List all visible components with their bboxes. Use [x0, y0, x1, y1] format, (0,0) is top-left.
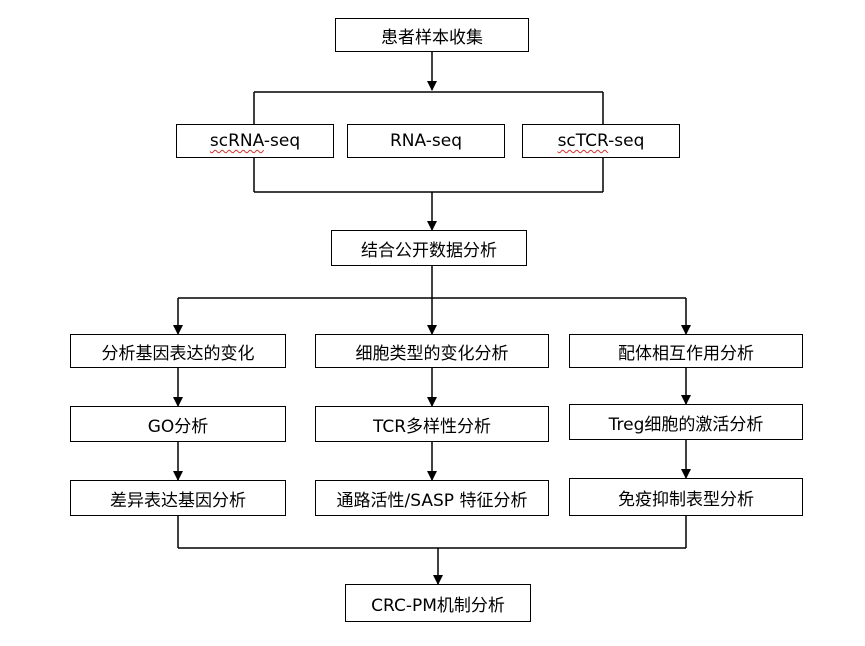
- patient-sample-collection-label: 患者样本收集: [381, 27, 483, 48]
- cell-type-change-label: 细胞类型的变化分析: [355, 343, 509, 364]
- treg-activation-box: Treg细胞的激活分析: [569, 404, 803, 440]
- patient-sample-collection-box: 患者样本收集: [335, 18, 529, 52]
- public-data-analysis-label: 结合公开数据分析: [361, 240, 497, 261]
- sctcr-seq-label-prefix: scTCR: [557, 131, 609, 151]
- ligand-interaction-box: 配体相互作用分析: [569, 334, 803, 368]
- tcr-diversity-label: TCR多样性分析: [372, 416, 492, 437]
- pathway-sasp-box: 通路活性/SASP 特征分析: [315, 480, 549, 516]
- go-analysis-label: GO分析: [147, 416, 209, 437]
- go-analysis-box: GO分析: [70, 406, 286, 442]
- crc-pm-mechanism-label: CRC-PM机制分析: [371, 595, 505, 616]
- gene-expression-change-box: 分析基因表达的变化: [70, 334, 286, 368]
- tcr-diversity-box: TCR多样性分析: [315, 406, 549, 442]
- crc-pm-mechanism-box: CRC-PM机制分析: [345, 584, 531, 622]
- scrna-seq-box: scRNA-seq: [176, 124, 334, 158]
- immunosuppressive-phenotype-box: 免疫抑制表型分析: [569, 478, 803, 516]
- pathway-sasp-label: 通路活性/SASP 特征分析: [336, 490, 528, 511]
- cell-type-change-box: 细胞类型的变化分析: [315, 334, 549, 368]
- rna-seq-box: RNA-seq: [347, 124, 505, 158]
- scrna-seq-label-suffix: -seq: [263, 131, 301, 151]
- public-data-analysis-box: 结合公开数据分析: [331, 230, 527, 266]
- sctcr-seq-box: scTCR-seq: [522, 124, 680, 158]
- sctcr-seq-label: scTCR-seq: [558, 131, 645, 151]
- scrna-seq-label: scRNA-seq: [210, 131, 300, 151]
- differential-expression-box: 差异表达基因分析: [70, 480, 286, 516]
- sctcr-seq-label-suffix: -seq: [608, 131, 645, 151]
- treg-activation-label: Treg细胞的激活分析: [608, 414, 764, 435]
- scrna-seq-label-prefix: scRNA: [209, 131, 264, 151]
- ligand-interaction-label: 配体相互作用分析: [618, 343, 754, 364]
- differential-expression-label: 差异表达基因分析: [110, 490, 246, 511]
- rna-seq-label: RNA-seq: [389, 131, 463, 151]
- immunosuppressive-phenotype-label: 免疫抑制表型分析: [618, 489, 754, 510]
- gene-expression-change-label: 分析基因表达的变化: [101, 343, 255, 364]
